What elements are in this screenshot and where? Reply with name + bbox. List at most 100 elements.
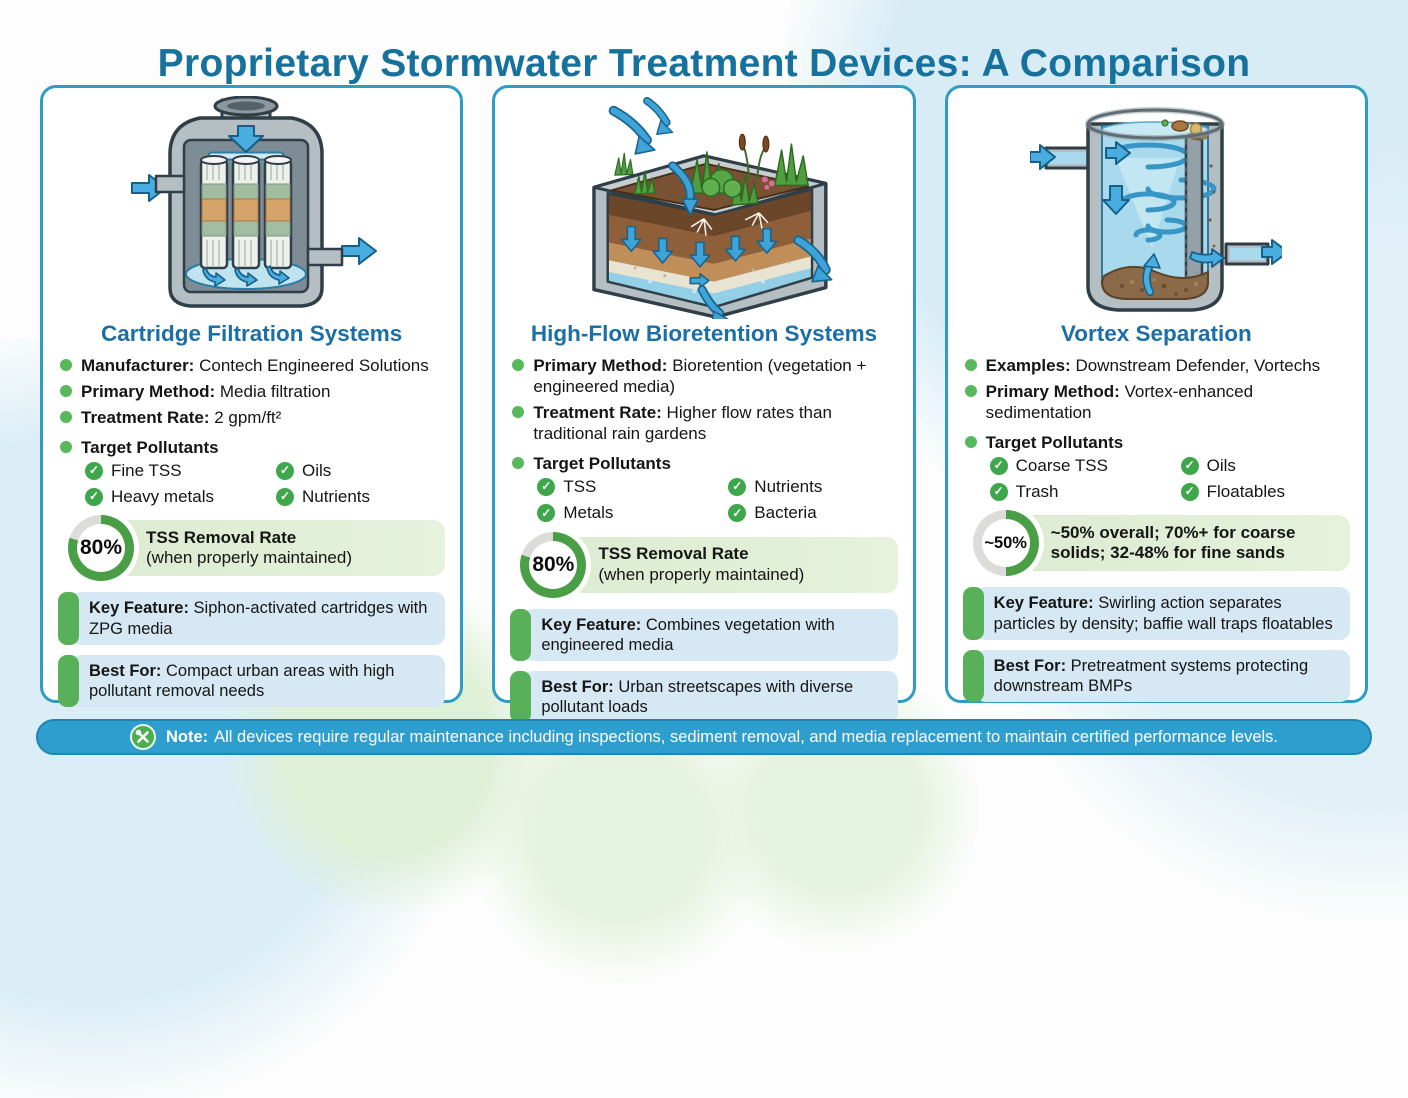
- pollutant-label: Floatables: [1206, 482, 1286, 502]
- card-cartridge-filtration: Cartridge Filtration Systems Manufacture…: [40, 85, 464, 707]
- removal-rate-pill: ~50% overall; 70%+ for coarse solids; 32…: [1005, 515, 1350, 572]
- pollutants-heading: Target Pollutants: [510, 453, 897, 474]
- comparison-columns: Cartridge Filtration Systems Manufacture…: [40, 85, 1368, 724]
- best-for-box: Best For: Compact urban areas with high …: [58, 654, 446, 707]
- card-title: High-Flow Bioretention Systems: [530, 321, 878, 346]
- bullet-item: Examples: Downstream Defender, Vortechs: [963, 355, 1350, 376]
- bullet-list: Examples: Downstream Defender, Vortechs …: [961, 355, 1352, 502]
- vortex-separator-cylinder-icon: [1030, 107, 1283, 312]
- bullet-label: Treatment Rate:: [533, 403, 662, 423]
- note-text: All devices require regular maintenance …: [214, 727, 1279, 746]
- check-icon: ✓: [275, 461, 294, 480]
- pollutant-grid: ✓ Coarse TSS ✓Trash ✓ Oils ✓ Floatables: [989, 455, 1350, 502]
- bullet-text: Downstream Defender, Vortechs: [1075, 356, 1321, 375]
- removal-rate-donut: 80%: [520, 531, 587, 598]
- removal-rate-value: ~50%: [981, 519, 1030, 568]
- check-icon: ✓: [1180, 482, 1199, 501]
- feature-label: Key Feature:: [89, 599, 189, 618]
- best-for-box: Best For: Pretreatment systems protectin…: [962, 649, 1350, 702]
- tools-icon: [129, 724, 156, 750]
- key-feature-box: Key Feature: Combines vegetation with en…: [510, 608, 898, 661]
- note-bar: Note: All devices require regular mainte…: [36, 719, 1372, 755]
- cartridge-filtration-vault-icon: [130, 96, 377, 308]
- pollutant-item: ✓Trash: [989, 481, 1181, 502]
- bullet-dot-icon: [964, 436, 977, 449]
- best-for-box: Best For: Urban streetscapes with divers…: [510, 670, 898, 724]
- pollutant-label: Oils: [1206, 456, 1236, 476]
- card-title: Cartridge Filtration Systems: [101, 321, 403, 346]
- pollutant-item: ✓ Oils: [1180, 455, 1350, 476]
- vortex-separation-illustration: [961, 94, 1352, 320]
- pollutant-label: Heavy metals: [111, 487, 214, 507]
- bullet-label: Treatment Rate:: [81, 408, 210, 428]
- check-icon: ✓: [728, 504, 747, 522]
- feature-label: Best For:: [993, 656, 1067, 675]
- check-icon: ✓: [1180, 456, 1199, 475]
- pollutant-label: Metals: [563, 503, 614, 523]
- bullet-text: Media filtration: [219, 382, 331, 402]
- bullet-dot-icon: [964, 359, 977, 371]
- feature-label: Best For:: [541, 677, 614, 696]
- feature-label: Key Feature:: [993, 594, 1094, 613]
- bullet-dot-icon: [512, 457, 525, 470]
- pollutant-item: ✓ Coarse TSS: [989, 455, 1181, 476]
- key-feature-box: Key Feature: Swirling action separates p…: [962, 587, 1350, 640]
- card-title: Vortex Separation: [1060, 321, 1252, 346]
- bullet-item: Treatment Rate: 2 gpm/ft²: [58, 407, 445, 428]
- removal-rate-row: 80% TSS Removal Rate (when properly main…: [68, 515, 446, 582]
- bullet-dot-icon: [60, 441, 72, 454]
- check-icon: ✓: [85, 487, 103, 506]
- card-vortex-separation: Vortex Separation Examples: Downstream D…: [944, 85, 1368, 703]
- high-flow-bioretention-planter-icon: [592, 96, 833, 319]
- bullet-item: Treatment Rate: Higher flow rates than t…: [510, 402, 897, 444]
- pollutant-label: Fine TSS: [111, 461, 182, 481]
- removal-rate-row: 80% TSS Removal Rate (when properly main…: [520, 531, 898, 598]
- pollutant-label: Coarse TSS: [1015, 456, 1108, 476]
- check-icon: ✓: [537, 477, 556, 496]
- feature-accent-bar: [962, 649, 984, 702]
- pollutant-label: TSS: [563, 477, 597, 497]
- removal-rate-value: 80%: [77, 524, 125, 573]
- bullet-item: Primary Method: Media filtration: [58, 381, 445, 402]
- page-title: Proprietary Stormwater Treatment Devices…: [157, 42, 1251, 86]
- removal-rate-donut: ~50%: [972, 510, 1039, 577]
- bullet-dot-icon: [964, 385, 977, 398]
- pollutants-heading: Target Pollutants: [963, 432, 1350, 453]
- bullet-item: Primary Method: Vortex-enhanced sediment…: [963, 381, 1350, 423]
- pollutant-item: ✓ Nutrients: [728, 476, 897, 497]
- bullet-dot-icon: [512, 359, 525, 371]
- bullet-text: Contech Engineered Solutions: [199, 356, 429, 375]
- feature-accent-bar: [58, 654, 79, 707]
- feature-accent-bar: [962, 587, 984, 640]
- feature-accent-bar: [510, 608, 532, 661]
- pollutant-item: ✓ Fine TSS: [85, 460, 276, 481]
- bullet-label: Primary Method:: [985, 382, 1120, 402]
- bullet-list: Primary Method: Bioretention (vegetation…: [508, 355, 899, 524]
- note-label: Note:: [165, 727, 209, 746]
- check-icon: ✓: [728, 477, 747, 496]
- pollutant-label: Oils: [301, 461, 332, 481]
- bullet-list: Manufacturer: Contech Engineered Solutio…: [56, 355, 447, 507]
- removal-rate-pill: TSS Removal Rate (when properly maintain…: [553, 536, 898, 593]
- bioretention-illustration: [508, 94, 899, 320]
- removal-rate-pill: TSS Removal Rate (when properly maintain…: [101, 520, 446, 577]
- bullet-text: 2 gpm/ft²: [214, 408, 282, 428]
- card-high-flow-bioretention: High-Flow Bioretention Systems Primary M…: [492, 85, 916, 724]
- feature-label: Best For:: [89, 661, 162, 680]
- check-icon: ✓: [85, 461, 103, 480]
- removal-rate-row: ~50% ~50% overall; 70%+ for coarse solid…: [972, 510, 1350, 577]
- check-icon: ✓: [989, 456, 1008, 475]
- removal-rate-label: TSS Removal Rate: [146, 528, 297, 548]
- pollutant-item: ✓ Heavy metals: [85, 486, 276, 507]
- pollutant-item: ✓ Floatables: [1180, 481, 1350, 502]
- pollutant-label: Trash: [1015, 482, 1059, 502]
- check-icon: ✓: [275, 487, 294, 506]
- pollutants-heading: Target Pollutants: [58, 437, 445, 458]
- pollutant-item: ✓Bacteria: [728, 502, 897, 523]
- bullet-item: Primary Method: Bioretention (vegetation…: [510, 355, 897, 397]
- bullet-label: Primary Method:: [533, 356, 668, 375]
- removal-rate-sublabel: (when properly maintained): [598, 564, 805, 584]
- bullet-label: Manufacturer:: [81, 356, 195, 375]
- pollutant-item: ✓ TSS: [537, 476, 728, 497]
- pollutant-label: Nutrients: [754, 477, 823, 497]
